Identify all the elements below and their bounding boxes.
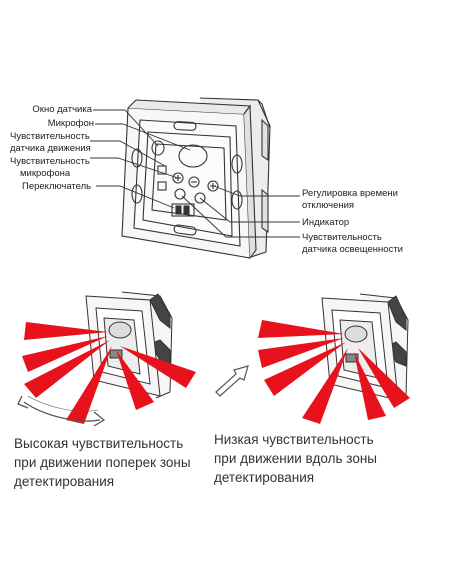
label-microphone: Микрофон: [47, 118, 94, 129]
label-light-sensitivity-line1: Чувствительность: [302, 232, 382, 243]
label-time-adjust-line2: отключения: [302, 200, 355, 211]
rays-right: [258, 320, 410, 424]
label-motion-sensitivity-line1: Чувствительность: [10, 131, 90, 142]
device-top: [121, 97, 271, 259]
label-mic-sensitivity-line2: микрофона: [20, 168, 71, 179]
label-switch: Переключатель: [22, 181, 92, 192]
leader-lines: [90, 109, 300, 238]
label-light-sensitivity-line2: датчика освещенности: [302, 244, 403, 255]
label-indicator: Индикатор: [302, 217, 350, 228]
caption-left-line1: Высокая чувствительность: [14, 436, 184, 451]
caption-high-sensitivity: Высокая чувствительность при движении по…: [14, 434, 191, 491]
caption-left-line2: при движении поперек зоны: [14, 455, 191, 470]
caption-right-line3: детектирования: [214, 470, 315, 485]
label-mic-sensitivity-line1: Чувствительность: [10, 156, 90, 167]
caption-right-line2: при движении вдоль зоны: [214, 451, 378, 466]
caption-right-line1: Низкая чувствительность: [214, 432, 374, 447]
device-left: [85, 291, 173, 399]
rays-left: [22, 322, 196, 424]
label-time-adjust-line1: Регулировка времени: [302, 188, 398, 199]
caption-low-sensitivity: Низкая чувствительность при движении вдо…: [214, 430, 377, 487]
label-sensor-window: Окно датчика: [32, 104, 92, 115]
double-arrow-icon: [17, 395, 106, 427]
caption-left-line3: детектирования: [14, 474, 115, 489]
arrow-icon: [215, 365, 249, 397]
label-motion-sensitivity-line2: датчика движения: [10, 143, 91, 154]
